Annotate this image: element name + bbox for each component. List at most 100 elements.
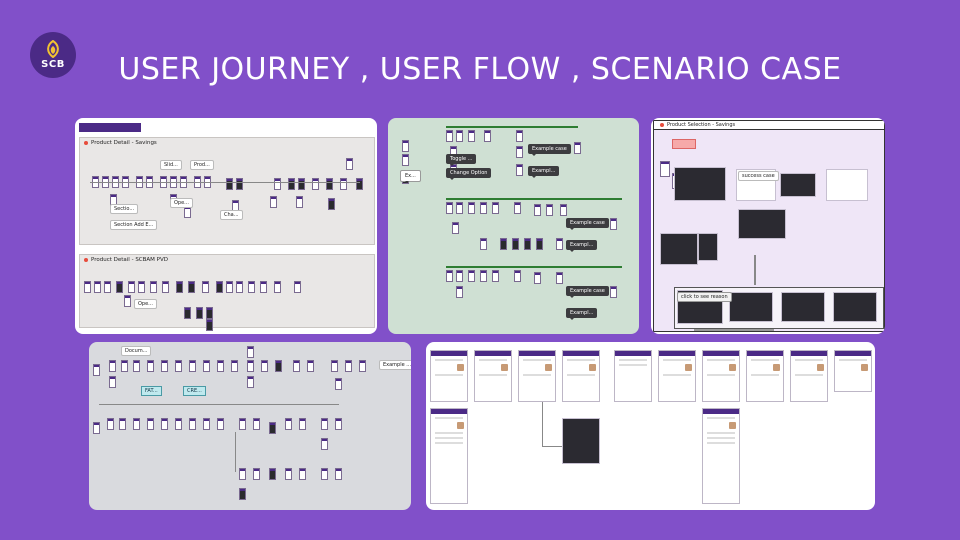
screen-thumbnail[interactable] [188, 281, 195, 293]
screen-thumbnail[interactable] [147, 418, 154, 430]
screen-thumbnail[interactable] [321, 438, 328, 450]
screen-card[interactable] [474, 350, 512, 402]
note-section-add[interactable]: Section Add E... [110, 220, 158, 230]
screen-thumbnail[interactable] [356, 178, 363, 190]
screen-card[interactable] [614, 350, 652, 402]
screen-thumbnail[interactable] [189, 418, 196, 430]
screen-thumbnail[interactable] [206, 319, 213, 331]
screen-thumbnail[interactable] [312, 178, 319, 190]
flow-frame[interactable] [833, 292, 877, 322]
label-click-reason[interactable]: click to see reason [677, 292, 732, 302]
screen-thumbnail[interactable] [484, 130, 491, 142]
screen-thumbnail[interactable] [446, 202, 453, 214]
screen-thumbnail[interactable] [104, 281, 111, 293]
screen-thumbnail[interactable] [359, 360, 366, 372]
screen-card[interactable] [562, 350, 600, 402]
screen-thumbnail[interactable] [133, 418, 140, 430]
screen-thumbnail[interactable] [261, 360, 268, 372]
screen-thumbnail[interactable] [446, 130, 453, 142]
screen-thumbnail[interactable] [492, 202, 499, 214]
screen-thumbnail[interactable] [546, 204, 553, 216]
note-slide[interactable]: Slid... [160, 160, 182, 170]
screen-thumbnail[interactable] [119, 418, 126, 430]
screen-thumbnail[interactable] [307, 360, 314, 372]
screen-card[interactable] [518, 350, 556, 402]
screen-thumbnail[interactable] [124, 295, 131, 307]
screen-thumbnail[interactable] [109, 376, 116, 388]
tip-toggle[interactable]: Toggle ... [446, 154, 477, 166]
screen-thumbnail[interactable] [275, 360, 282, 372]
screen-thumbnail[interactable] [93, 364, 100, 376]
screen-thumbnail[interactable] [335, 378, 342, 390]
screen-thumbnail[interactable] [107, 418, 114, 430]
screen-thumbnail[interactable] [162, 281, 169, 293]
screen-thumbnail[interactable] [335, 468, 342, 480]
screen-thumbnail[interactable] [248, 281, 255, 293]
screen-thumbnail[interactable] [94, 281, 101, 293]
screen-thumbnail[interactable] [610, 218, 617, 230]
screen-thumbnail[interactable] [226, 178, 233, 190]
screen-thumbnail[interactable] [253, 418, 260, 430]
screen-thumbnail[interactable] [161, 360, 168, 372]
screen-thumbnail[interactable] [203, 360, 210, 372]
screen-thumbnail[interactable] [536, 238, 543, 250]
screen-thumbnail[interactable] [512, 238, 519, 250]
screen-card[interactable] [430, 350, 468, 402]
screen-card[interactable] [834, 350, 872, 392]
screen-thumbnail[interactable] [217, 360, 224, 372]
screen-thumbnail[interactable] [298, 178, 305, 190]
screen-card[interactable] [658, 350, 696, 402]
screen-thumbnail[interactable] [534, 272, 541, 284]
screen-thumbnail[interactable] [176, 281, 183, 293]
screen-thumbnail[interactable] [161, 418, 168, 430]
screen-thumbnail[interactable] [556, 238, 563, 250]
screen-thumbnail[interactable] [138, 281, 145, 293]
screen-card[interactable] [702, 350, 740, 402]
screen-thumbnail[interactable] [285, 418, 292, 430]
note-document[interactable]: Docum... [121, 346, 152, 356]
screen-thumbnail[interactable] [270, 196, 277, 208]
screen-thumbnail[interactable] [236, 178, 243, 190]
screen-thumbnail[interactable] [274, 281, 281, 293]
screen-thumbnail[interactable] [560, 204, 567, 216]
screen-thumbnail[interactable] [660, 161, 670, 177]
screen-thumbnail[interactable] [239, 468, 246, 480]
screen-thumbnail[interactable] [175, 360, 182, 372]
screen-thumbnail[interactable] [574, 142, 581, 154]
tip-example-small[interactable]: Ex... [400, 170, 421, 183]
flow-frame[interactable] [780, 173, 816, 197]
flow-frame[interactable] [729, 292, 773, 322]
screen-thumbnail[interactable] [452, 222, 459, 234]
screen-card[interactable] [746, 350, 784, 402]
label-success-case[interactable]: success case [738, 171, 779, 181]
screen-thumbnail[interactable] [456, 130, 463, 142]
screen-thumbnail[interactable] [226, 281, 233, 293]
note-product[interactable]: Prod... [190, 160, 214, 170]
screen-thumbnail[interactable] [216, 281, 223, 293]
screen-thumbnail[interactable] [285, 468, 292, 480]
screen-thumbnail[interactable] [516, 146, 523, 158]
flow-frame[interactable] [660, 233, 698, 265]
screen-thumbnail[interactable] [294, 281, 301, 293]
screen-thumbnail[interactable] [202, 281, 209, 293]
screen-thumbnail[interactable] [288, 178, 295, 190]
screen-thumbnail[interactable] [345, 360, 352, 372]
screen-thumbnail[interactable] [247, 376, 254, 388]
flow-frame[interactable] [674, 167, 726, 201]
note-example[interactable]: Example ... [379, 360, 411, 370]
screen-thumbnail[interactable] [121, 360, 128, 372]
screen-thumbnail[interactable] [203, 418, 210, 430]
screen-thumbnail[interactable] [500, 238, 507, 250]
panel-user-flow[interactable]: Toggle ... Change Option Ex... Example c… [388, 118, 639, 334]
screen-thumbnail[interactable] [296, 196, 303, 208]
screen-thumbnail[interactable] [331, 360, 338, 372]
screen-thumbnail[interactable] [206, 307, 213, 319]
screen-thumbnail[interactable] [402, 154, 409, 166]
flow-frame[interactable] [781, 292, 825, 322]
tip-example-3[interactable]: Exampl... [566, 308, 598, 320]
note-fat[interactable]: FAT... [141, 386, 162, 396]
screen-thumbnail[interactable] [175, 418, 182, 430]
tip-change-option[interactable]: Change Option [446, 168, 492, 180]
screen-thumbnail[interactable] [346, 158, 353, 170]
screen-thumbnail[interactable] [133, 360, 140, 372]
